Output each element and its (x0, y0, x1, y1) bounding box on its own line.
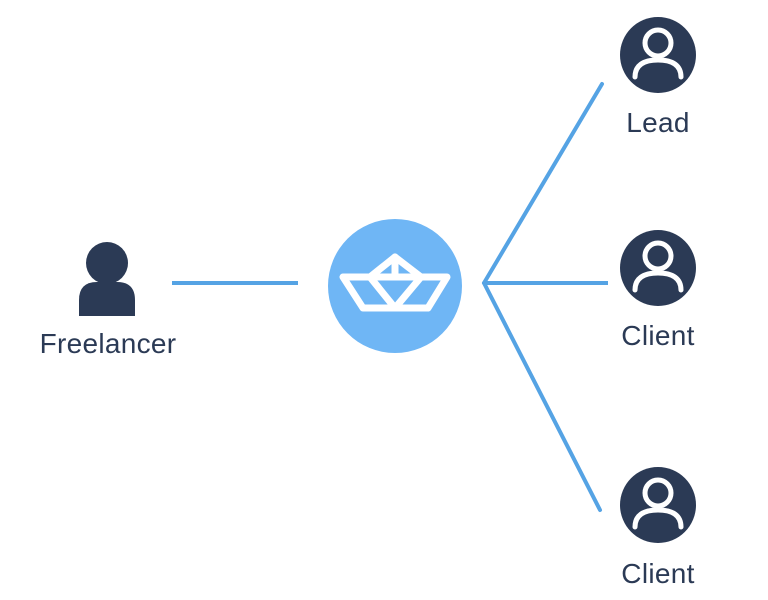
connector-hub-lead (482, 82, 604, 285)
person-icon (79, 242, 135, 316)
paper-boat-icon (339, 253, 451, 312)
freelancer-label: Freelancer (39, 328, 177, 359)
client-avatar-icon (620, 467, 696, 543)
client-avatar-icon (620, 230, 696, 306)
lead-avatar-icon (620, 17, 696, 93)
client-label: Client (621, 558, 695, 589)
lead-label: Lead (626, 107, 690, 138)
hub-node (328, 219, 462, 353)
client-label: Client (621, 320, 695, 351)
connector-hub-client-2 (482, 281, 602, 512)
